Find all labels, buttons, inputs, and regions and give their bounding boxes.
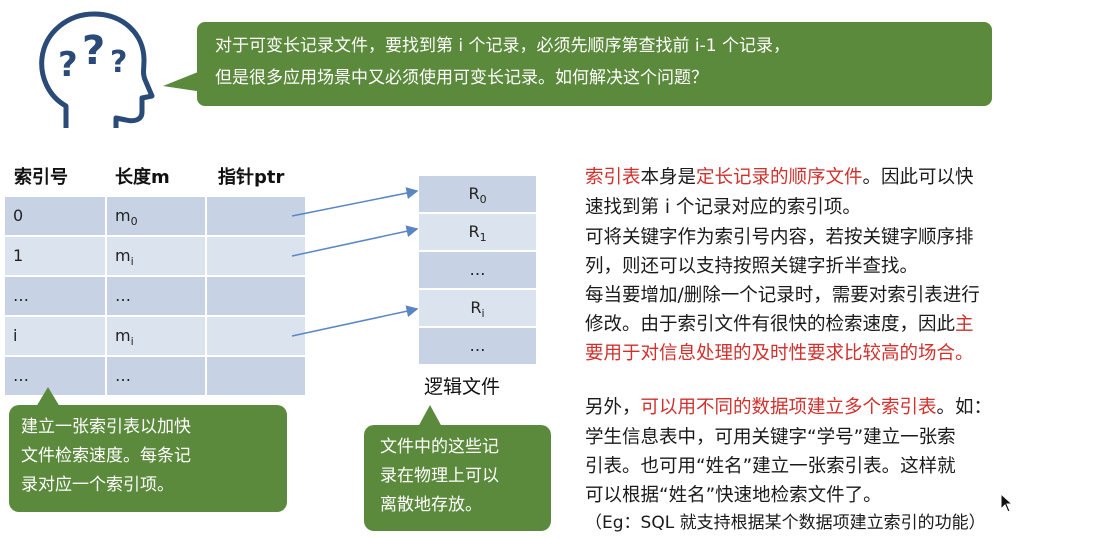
explanation-line: 修改。由于索引文件有很快的检索速度，因此主 [585, 314, 974, 335]
table-row: i mi [5, 317, 305, 357]
length-cell: m0 [115, 206, 138, 229]
bubble-tail [163, 70, 203, 92]
explanation-line: 速找到第 i 个记录对应的索引项。 [585, 197, 861, 218]
index-table-note: 建立一张索引表以加快 文件检索速度。每条记 录对应一个索引项。 [9, 405, 287, 512]
explanation-line: 列，则还可以支持按照关键字折半查找。 [585, 256, 919, 277]
record-box: Ri [419, 290, 536, 328]
record-box: R0 [419, 176, 536, 214]
table-row: 1 mi [5, 237, 305, 277]
note-tail [418, 405, 442, 427]
length-cell: mi [115, 246, 134, 269]
pointer-arrow [291, 187, 419, 217]
length-cell: mi [115, 326, 134, 349]
table-row: 0 m0 [5, 197, 305, 237]
index-cell: … [13, 286, 29, 305]
svg-text:?: ? [110, 45, 127, 80]
logical-file-label: 逻辑文件 [424, 376, 501, 398]
explanation-line: 引表。也可用“姓名”建立一张索引表。这样就 [585, 456, 956, 477]
question-bubble: 对于可变长记录文件，要找到第 i 个记录，必须先顺序第查找前 i-1 个记录， … [197, 22, 992, 106]
record-box: R1 [419, 214, 536, 252]
explanation-line: 要用于对信息处理的及时性要求比较高的场合。 [585, 343, 974, 364]
length-cell: … [115, 366, 131, 385]
explanation-line: （Eg：SQL 就支持根据某个数据项建立索引的功能） [585, 513, 986, 533]
header-index: 索引号 [14, 167, 68, 188]
record-box: … [419, 328, 536, 366]
index-cell: i [13, 326, 18, 345]
length-cell: … [115, 286, 131, 305]
explanation-line: 每当要增加/删除一个记录时，需要对索引表进行 [585, 285, 980, 306]
table-row: … … [5, 277, 305, 317]
question-line-1: 对于可变长记录文件，要找到第 i 个记录，必须先顺序第查找前 i-1 个记录， [215, 36, 791, 56]
explanation-line: 可将关键字作为索引号内容，若按关键字顺序排 [585, 227, 974, 248]
explanation-line: 学生信息表中，可用关键字“学号”建立一张索 [585, 427, 956, 448]
thinking-head-icon: ? ? ? [39, 11, 155, 128]
pointer-arrow [291, 305, 419, 337]
svg-text:?: ? [58, 45, 78, 85]
record-box: … [419, 252, 536, 290]
mouse-cursor-icon [1000, 493, 1014, 513]
index-cell: 0 [13, 206, 24, 225]
index-cell: 1 [13, 246, 24, 265]
explanation-line: 另外，可以用不同的数据项建立多个索引表。如： [585, 397, 993, 418]
explanation-line: 索引表本身是定长记录的顺序文件。因此可以快 [585, 167, 974, 188]
explanation-line: 可以根据“姓名”快速地检索文件了。 [585, 485, 882, 506]
index-cell: … [13, 366, 29, 385]
header-length: 长度m [115, 167, 170, 188]
svg-text:?: ? [82, 28, 105, 74]
header-pointer: 指针ptr [218, 167, 285, 188]
pointer-arrow [291, 225, 419, 257]
index-table: 0 m0 1 mi … … i mi … … [5, 197, 305, 397]
physical-storage-note: 文件中的这些记 录在物理上可以 离散地存放。 [364, 425, 551, 531]
logical-file: R0 R1 … Ri … [419, 176, 536, 366]
question-line-2: 但是很多应用场景中又必须使用可变长记录。如何解决这个问题？ [215, 68, 708, 88]
note-tail [36, 387, 60, 407]
